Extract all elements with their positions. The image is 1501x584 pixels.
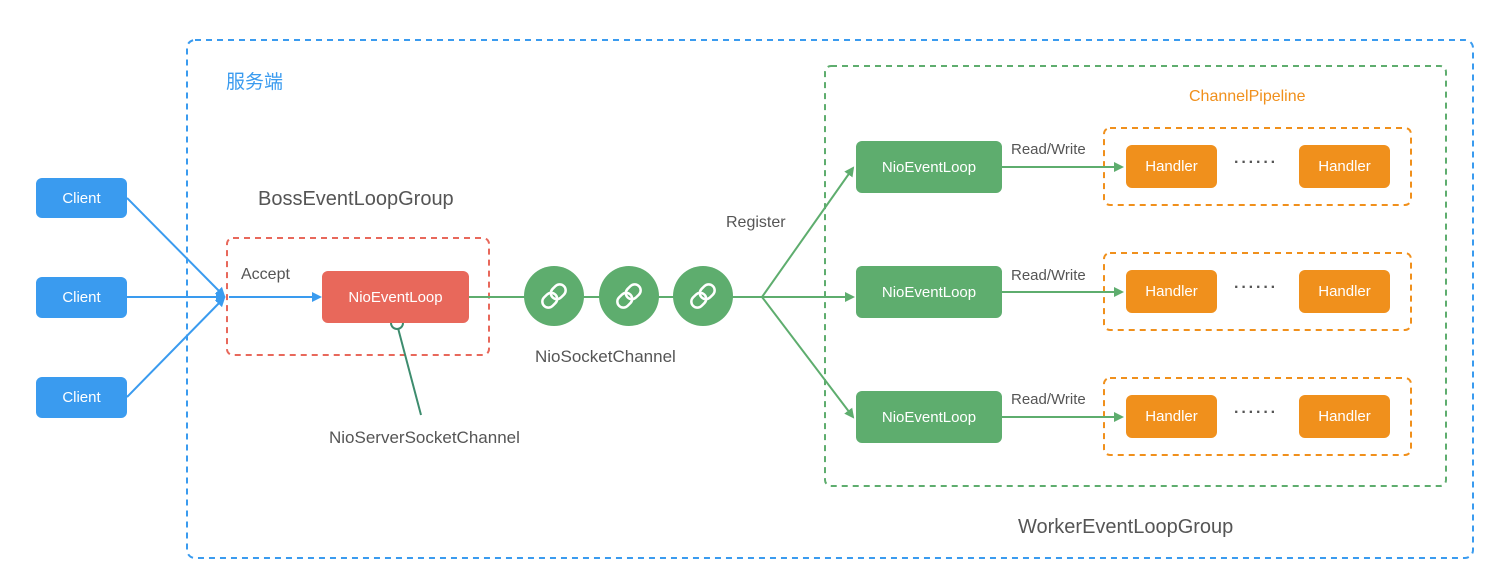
handler-last-1: Handler [1299, 145, 1390, 188]
client-node-1: Client [36, 178, 127, 218]
channels-label: NioSocketChannel [535, 347, 676, 366]
client-arrow-1 [126, 197, 226, 298]
register-arrow-1 [761, 166, 855, 298]
register-label: Register [726, 214, 786, 231]
handler-ellipsis-2: ······ [1234, 279, 1278, 296]
handler-ellipsis-1: ······ [1234, 154, 1278, 171]
accept-label: Accept [241, 266, 290, 283]
server-channel-label: NioServerSocketChannel [329, 428, 520, 447]
worker-group-label: WorkerEventLoopGroup [1018, 516, 1234, 538]
handler-last-2: Handler [1299, 270, 1390, 313]
readwrite-label-1: Read/Write [1011, 141, 1086, 158]
boss-event-loop: NioEventLoop [322, 271, 469, 323]
client-arrow-3 [126, 296, 226, 398]
server-boundary [186, 39, 1474, 559]
register-arrow-3 [761, 296, 855, 419]
channel-circle-2 [599, 266, 659, 326]
worker-event-loop-2: NioEventLoop [856, 266, 1002, 318]
server-channel-pointer [397, 327, 422, 416]
client-node-3: Client [36, 377, 127, 418]
handler-first-1: Handler [1126, 145, 1217, 188]
readwrite-label-3: Read/Write [1011, 391, 1086, 408]
channel-circle-1 [524, 266, 584, 326]
pipeline-label: ChannelPipeline [1189, 88, 1306, 105]
readwrite-label-2: Read/Write [1011, 267, 1086, 284]
handler-first-2: Handler [1126, 270, 1217, 313]
handler-last-3: Handler [1299, 395, 1390, 438]
handler-first-3: Handler [1126, 395, 1217, 438]
handler-ellipsis-3: ······ [1234, 404, 1278, 421]
server-title: 服务端 [226, 71, 284, 93]
worker-event-loop-1: NioEventLoop [856, 141, 1002, 193]
channel-circle-3 [673, 266, 733, 326]
worker-event-loop-3: NioEventLoop [856, 391, 1002, 443]
boss-group-label: BossEventLoopGroup [258, 188, 454, 210]
client-node-2: Client [36, 277, 127, 318]
